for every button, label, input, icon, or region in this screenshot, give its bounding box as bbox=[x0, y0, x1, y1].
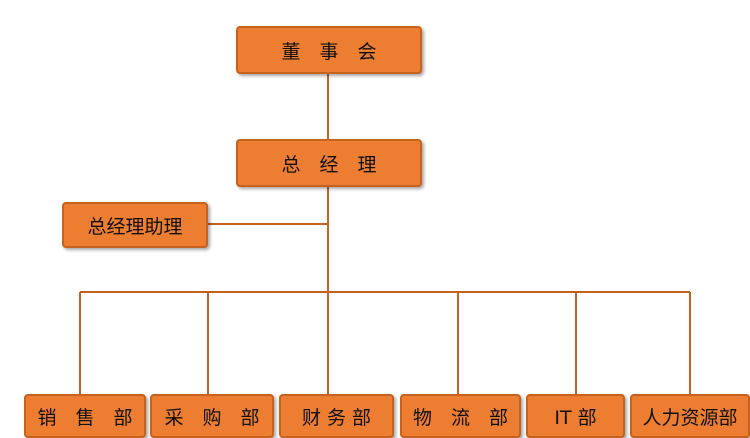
ceo-node: 总 经 理 bbox=[236, 139, 422, 187]
dept-node-sales: 销 售 部 bbox=[24, 394, 146, 438]
assistant-node: 总经理助理 bbox=[62, 202, 208, 248]
dept-node-it: IT 部 bbox=[526, 394, 625, 438]
dept-node-finance: 财 务 部 bbox=[279, 394, 394, 438]
dept-node-hr: 人力资源部 bbox=[630, 394, 750, 438]
board-node: 董 事 会 bbox=[236, 26, 422, 74]
dept-node-purchasing: 采 购 部 bbox=[150, 394, 274, 438]
dept-node-logistics: 物 流 部 bbox=[400, 394, 521, 438]
